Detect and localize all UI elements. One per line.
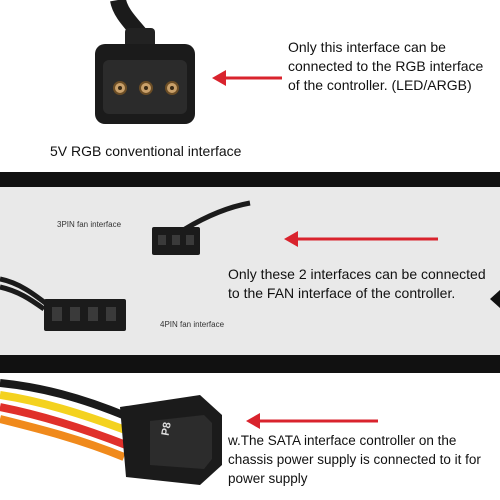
divider-band bbox=[0, 172, 500, 184]
4pin-label: 4PIN fan interface bbox=[160, 320, 225, 329]
red-arrow-icon bbox=[284, 231, 298, 247]
red-arrow-icon bbox=[212, 70, 226, 86]
3pin-label: 3PIN fan interface bbox=[57, 220, 122, 229]
rgb-interface-panel: Only this interface can be connected to … bbox=[0, 0, 500, 172]
sata-interface-panel: P8 w.The SATA interface controller on th… bbox=[0, 370, 500, 500]
fan-cable bbox=[183, 200, 251, 232]
4pin-connector bbox=[44, 299, 126, 331]
sata-connector-illustration bbox=[0, 379, 378, 485]
rgb-strain-relief bbox=[125, 28, 155, 48]
rgb-interface-note: Only this interface can be connected to … bbox=[288, 39, 484, 93]
sata-wire-orange bbox=[0, 415, 126, 461]
fan-connector-illustration bbox=[0, 200, 438, 331]
rgb-interface-label: 5V RGB conventional interface bbox=[50, 143, 242, 159]
edge-arrow-icon bbox=[490, 290, 500, 308]
sata-interface-note: w.The SATA interface controller on the c… bbox=[228, 433, 481, 486]
sata-wire-yellow bbox=[0, 391, 130, 435]
rgb-connector-illustration bbox=[95, 0, 282, 124]
fan-interface-panel: 3PIN fan interface 4PIN fan interface On… bbox=[0, 184, 500, 358]
red-arrow-icon bbox=[246, 413, 260, 429]
sata-wire-red bbox=[0, 403, 128, 449]
fan-cable bbox=[0, 276, 50, 307]
sata-connector-mark: P8 bbox=[159, 421, 174, 437]
fan-interface-note: Only these 2 interfaces can be connected… bbox=[228, 266, 486, 301]
divider-band bbox=[0, 358, 500, 370]
sata-wire-black bbox=[0, 379, 130, 421]
